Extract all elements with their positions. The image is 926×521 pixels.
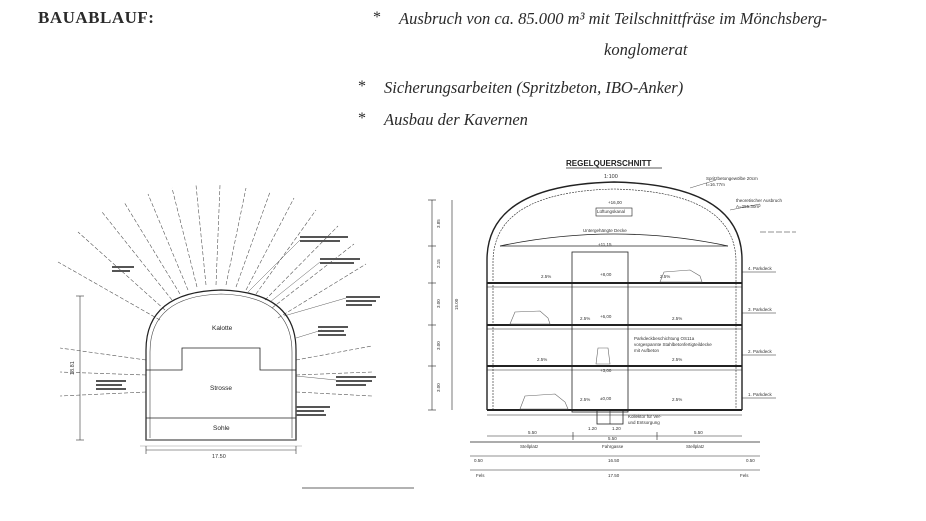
kollektor-w1: 1.20 [588,426,597,431]
height-dim-1: 3.85 [436,219,441,228]
height-dim-2: 2.15 [436,259,441,268]
label-kalotte: Kalotte [212,325,233,332]
bullet-text-excavation-cont: konglomerat [604,40,688,59]
left-annotation-marks [96,236,380,416]
kote-6: ±0,00 [600,396,612,401]
dim-right: 5.50 [694,430,703,435]
slope-label: 2.5% [580,316,590,321]
note-beschichtung-3: mit Aufbeton [634,348,660,353]
note-kollektor-2: und Entsorgung [628,420,660,425]
slope-label: 2.5% [672,397,682,402]
dim-edge-left: 0.50 [474,458,483,463]
dim-mid: 5.50 [608,436,617,441]
stellplatz-right: Stellplatz [686,444,705,449]
bullet-marker: * [373,9,381,26]
drawing-title: REGELQUERSCHNITT [566,159,651,168]
dim-edge-right: 0.50 [746,458,755,463]
kote-3: +8,00 [600,272,612,277]
kote-top: +16,00 [608,200,622,205]
left-cross-section [57,184,414,489]
dim-total: 16.50 [608,458,620,463]
label-strosse: Strosse [210,385,232,392]
slope-label: 2.5% [541,274,551,279]
note-spritzbeton: Spritzbetongewölbe 20cm [706,176,758,181]
deck-1: 1. Parkdeck [748,392,773,397]
bullet-marker: * [358,78,366,95]
label-sohle: Sohle [213,425,230,432]
slope-label: 2.5% [672,357,682,362]
note-ausbruch-a: A=255.30m² [736,204,761,209]
slope-label: 2.5% [537,357,547,362]
height-dim-3: 3.00 [436,299,441,308]
dim-left: 5.50 [528,430,537,435]
note-decke: Untergehängte Decke [583,228,627,233]
bullet-text-caverns: Ausbau der Kavernen [384,110,528,129]
total-height-dim: 15.00 [454,298,459,310]
deck-2: 2. Parkdeck [748,349,773,354]
right-cross-section [428,179,796,471]
note-lueftungskanal: Lüftungskanal [597,209,625,214]
height-dim-4: 3.00 [436,341,441,350]
kote-2: +11,15 [598,242,612,247]
slope-label: 2.5% [660,274,670,279]
note-spritzbeton-t: t=16.77m [706,182,725,187]
fels-right: Fels [740,473,749,478]
slope-label: 2.5% [580,397,590,402]
note-beschichtung-2: vorgespannte Stahlbetonfertigteildecke [634,342,712,347]
note-ausbruch: theoretischer Ausbruch [736,198,783,203]
dim-outer: 17.50 [608,473,620,478]
left-width-dim: 17.50 [212,454,226,460]
kollektor-w2: 1.20 [612,426,621,431]
fahrgasse: Fahrgasse [602,444,624,449]
note-beschichtung: Parkdeckbeschichtung OS11a [634,336,695,341]
fels-left: Fels [476,473,485,478]
height-dim-5: 3.00 [436,383,441,392]
note-kollektor: Kollektor für Ver- [628,414,662,419]
bullet-marker: * [358,110,366,127]
kote-4: +6,00 [600,314,612,319]
left-height-dim: 18.81 [70,361,76,375]
slope-label: 2.5% [672,316,682,321]
bullet-text-excavation: Ausbruch von ca. 85.000 m³ mit Teilschni… [399,9,828,28]
drawing-scale: 1:100 [604,174,618,180]
kote-5: +3,00 [600,368,612,373]
anchor-lines [57,184,373,397]
deck-4: 4. Parkdeck [748,266,773,271]
stellplatz-left: Stellplatz [520,444,539,449]
section-heading: BAUABLAUF: [38,8,155,27]
bullet-text-securing: Sicherungsarbeiten (Spritzbeton, IBO-Ank… [384,78,684,97]
car-icons [509,269,703,410]
deck-3: 3. Parkdeck [748,307,773,312]
